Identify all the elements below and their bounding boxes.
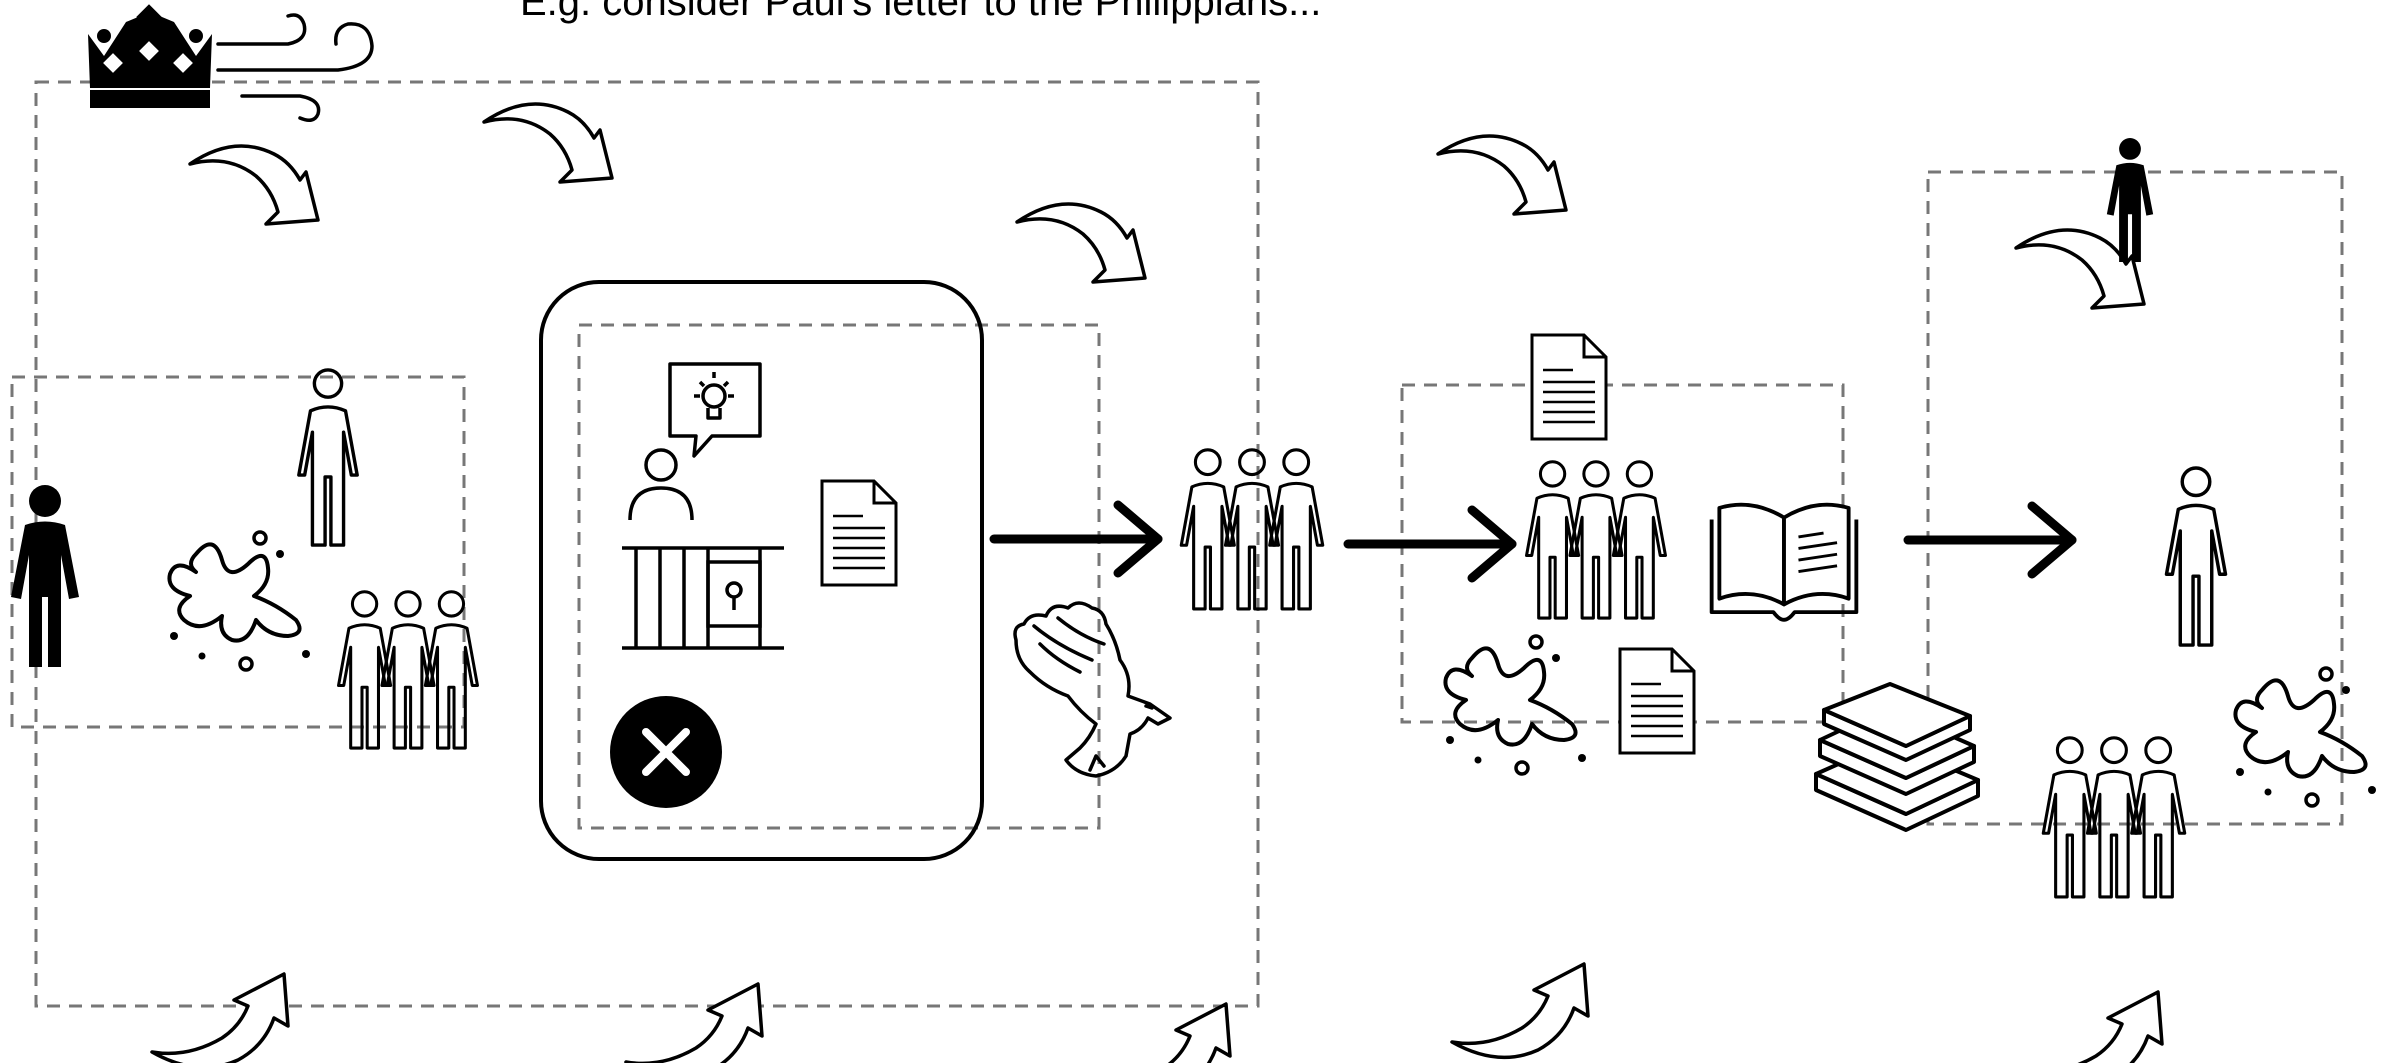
curved-arrow-icon (482, 102, 614, 184)
cancel-x-icon (610, 696, 722, 808)
prison-bars-icon (622, 546, 784, 650)
eagle-icon (1013, 601, 1172, 778)
caption-text: E.g. consider Paul's letter to the Phili… (520, 0, 1322, 24)
ink-splash-icon (2233, 666, 2378, 808)
prison-inner-frame (577, 323, 1101, 830)
bold-arrow-icon (989, 500, 1163, 578)
ink-splash-icon (1443, 634, 1588, 776)
curved-arrow-icon (1015, 202, 1147, 284)
person-outline-icon (297, 368, 359, 547)
ink-splash-icon (167, 530, 312, 672)
prison-box (539, 280, 984, 861)
curved-arrow-icon (150, 972, 290, 1063)
curved-arrow-icon (2024, 990, 2164, 1063)
crown-icon (88, 4, 212, 108)
wind-icon (216, 13, 374, 122)
book-stack-icon (1814, 682, 1980, 832)
document-icon (1530, 333, 1608, 441)
group-of-three-icon (339, 592, 478, 748)
document-icon (820, 479, 898, 587)
person-with-idea-bubble-icon (628, 362, 762, 521)
bold-arrow-icon (1343, 505, 1517, 583)
left-community-frame (10, 375, 466, 729)
person-solid-icon (11, 485, 79, 667)
curved-arrow-icon (188, 144, 320, 226)
curved-arrow-icon (1092, 1002, 1232, 1063)
open-book-icon (1709, 502, 1859, 622)
group-of-three-icon (1181, 450, 1322, 609)
group-of-three-icon (2043, 738, 2184, 897)
curved-arrow-icon (1450, 962, 1590, 1060)
group-of-three-icon (1527, 462, 1666, 618)
curved-arrow-icon (1436, 134, 1568, 216)
curved-arrow-icon (624, 982, 764, 1063)
person-outline-icon (2164, 466, 2228, 647)
bold-arrow-icon (1903, 501, 2077, 579)
document-icon (1618, 647, 1696, 755)
person-solid-icon (2106, 138, 2154, 262)
